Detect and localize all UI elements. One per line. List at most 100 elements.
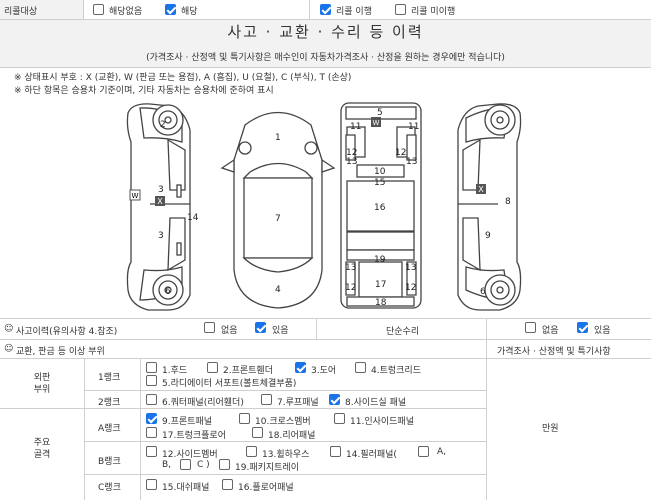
pillar-a-label: A, — [437, 447, 447, 457]
recall-label-cell — [0, 0, 84, 19]
accident-icon: ☺ — [4, 324, 14, 334]
pillar-a-checkbox[interactable] — [418, 446, 429, 457]
side-sill-checkbox[interactable] — [329, 394, 340, 405]
trunk-floor-label: 17.트렁크플로어 — [162, 431, 226, 441]
part-label: 14 — [187, 213, 199, 223]
inside-panel-label: 11.인사이드패널 — [350, 417, 414, 427]
accident-no-label: 없음 — [221, 326, 238, 336]
part-label: 12 — [345, 283, 356, 293]
recall-notdone-label: 리콜 미이행 — [411, 7, 456, 17]
floor-panel-checkbox[interactable] — [222, 479, 233, 490]
simple-repair-no-checkbox[interactable] — [525, 322, 536, 333]
history-subtitle: (가격조사 · 산정액 및 특기사항은 매수인이 자동차가격조사 · 산정을 원… — [146, 53, 505, 63]
part-label: 10 — [374, 167, 386, 177]
cross-member-label: 10.크로스멤버 — [255, 417, 311, 427]
roof-panel-label: 7.루프패널 — [277, 398, 319, 408]
scope-note: ※ 하단 항목은 승용차 기준이며, 기타 자동차는 승용차에 준하여 표시 — [14, 86, 274, 96]
simple-repair-yes-checkbox[interactable] — [577, 322, 588, 333]
underbody-view — [340, 102, 422, 309]
hood-checkbox[interactable] — [146, 362, 157, 373]
part-label: 13 — [346, 157, 357, 167]
trunk-lid-checkbox[interactable] — [355, 362, 366, 373]
part-label: 8 — [505, 197, 511, 207]
part-label: 13 — [406, 157, 417, 167]
part-label: 13 — [345, 263, 356, 273]
weld-mark-top: W — [373, 119, 380, 127]
part-label: 12 — [405, 283, 416, 293]
floor-panel-label: 16.플로어패널 — [238, 483, 294, 493]
recall-none-checkbox[interactable] — [93, 4, 104, 15]
status-note: ※ 상태표시 부호 : X (교환), W (판금 또는 용접), A (흠집)… — [14, 73, 352, 83]
recall-none-label: 해당없음 — [109, 7, 143, 17]
part-label: 9 — [485, 231, 491, 241]
radiator-support-checkbox[interactable] — [146, 375, 157, 386]
package-tray-label: 19.패키지트레이 — [235, 463, 299, 473]
part-label: 12 — [395, 148, 406, 158]
front-fender-label: 2.프론트휀더 — [223, 366, 273, 376]
part-label: 11 — [408, 122, 419, 132]
part-label: 12 — [346, 148, 357, 158]
simple-repair-label: 단순수리 — [386, 327, 420, 337]
wheel-house-label: 13.휠하우스 — [262, 450, 310, 460]
hood-label: 1.후드 — [162, 366, 188, 376]
part-label: 7 — [275, 214, 281, 224]
quarter-panel-label: 6.쿼터패널(리어휀더) — [162, 398, 244, 408]
accident-yes-label: 있음 — [272, 326, 289, 336]
door-label: 3.도어 — [311, 366, 337, 376]
door-checkbox[interactable] — [295, 362, 306, 373]
trunk-floor-checkbox[interactable] — [146, 427, 157, 438]
weld-mark: W — [132, 192, 139, 200]
right-side-view — [457, 103, 522, 311]
part-label: 6 — [165, 287, 171, 297]
part-label: 18 — [375, 298, 387, 308]
pillar-b-checkbox[interactable] — [180, 459, 191, 470]
simple-repair-no-label: 없음 — [542, 326, 559, 336]
inside-panel-checkbox[interactable] — [334, 413, 345, 424]
part-label: 2 — [160, 120, 166, 130]
part-label: 16 — [374, 203, 386, 213]
price-header: 가격조사 · 산정액 및 특기사항 — [497, 347, 611, 357]
trunk-lid-label: 4.트렁크리드 — [371, 366, 421, 376]
cross-member-checkbox[interactable] — [239, 413, 250, 424]
recall-notdone-checkbox[interactable] — [395, 4, 406, 15]
part-label: 19 — [374, 255, 386, 265]
pillar-c-label: C ) — [197, 460, 210, 470]
roof-panel-checkbox[interactable] — [261, 394, 272, 405]
part-label: 13 — [405, 263, 416, 273]
pillar-panel-checkbox[interactable] — [330, 446, 341, 457]
panels-icon: ☺ — [4, 344, 14, 354]
part-label: 17 — [375, 280, 386, 290]
part-label: 6 — [480, 287, 486, 297]
rank-b: B랭크 — [98, 457, 121, 467]
exchange-mark: X — [157, 197, 163, 206]
accident-no-checkbox[interactable] — [204, 322, 215, 333]
car-diagram: X W W X 2 3 3 6 14 1 7 4 5 11 11 12 12 1… — [126, 102, 522, 311]
history-title: 사고 · 교환 · 수리 등 이력 — [227, 23, 424, 41]
outer-panel-category: 외판 부위 — [33, 373, 51, 395]
main-frame-category: 주요 골격 — [33, 438, 51, 460]
wheel-house-checkbox[interactable] — [246, 446, 257, 457]
panels-header: 교환, 판금 등 이상 부위 — [16, 347, 105, 357]
recall-yes-checkbox[interactable] — [165, 4, 176, 15]
recall-done-label: 리콜 이행 — [336, 7, 372, 17]
part-label: 1 — [275, 133, 281, 143]
part-label: 4 — [275, 285, 281, 295]
rear-panel-label: 18.리어패널 — [268, 431, 316, 441]
rank-2: 2랭크 — [98, 398, 121, 408]
recall-yes-label: 해당 — [181, 7, 198, 17]
pillar-panel-label: 14.필러패널( — [346, 450, 397, 460]
side-member-checkbox[interactable] — [146, 446, 157, 457]
pillar-b-label: B, — [162, 460, 172, 470]
recall-done-checkbox[interactable] — [320, 4, 331, 15]
package-tray-checkbox[interactable] — [219, 459, 230, 470]
dash-panel-checkbox[interactable] — [146, 479, 157, 490]
exchange-mark-right: X — [478, 185, 484, 194]
quarter-panel-checkbox[interactable] — [146, 394, 157, 405]
accident-yes-checkbox[interactable] — [255, 322, 266, 333]
front-fender-checkbox[interactable] — [207, 362, 218, 373]
side-member-label: 12.사이드멤버 — [162, 450, 218, 460]
history-header — [0, 20, 651, 67]
rear-panel-checkbox[interactable] — [252, 427, 263, 438]
part-label: 5 — [377, 108, 383, 118]
front-panel-checkbox[interactable] — [146, 413, 157, 424]
